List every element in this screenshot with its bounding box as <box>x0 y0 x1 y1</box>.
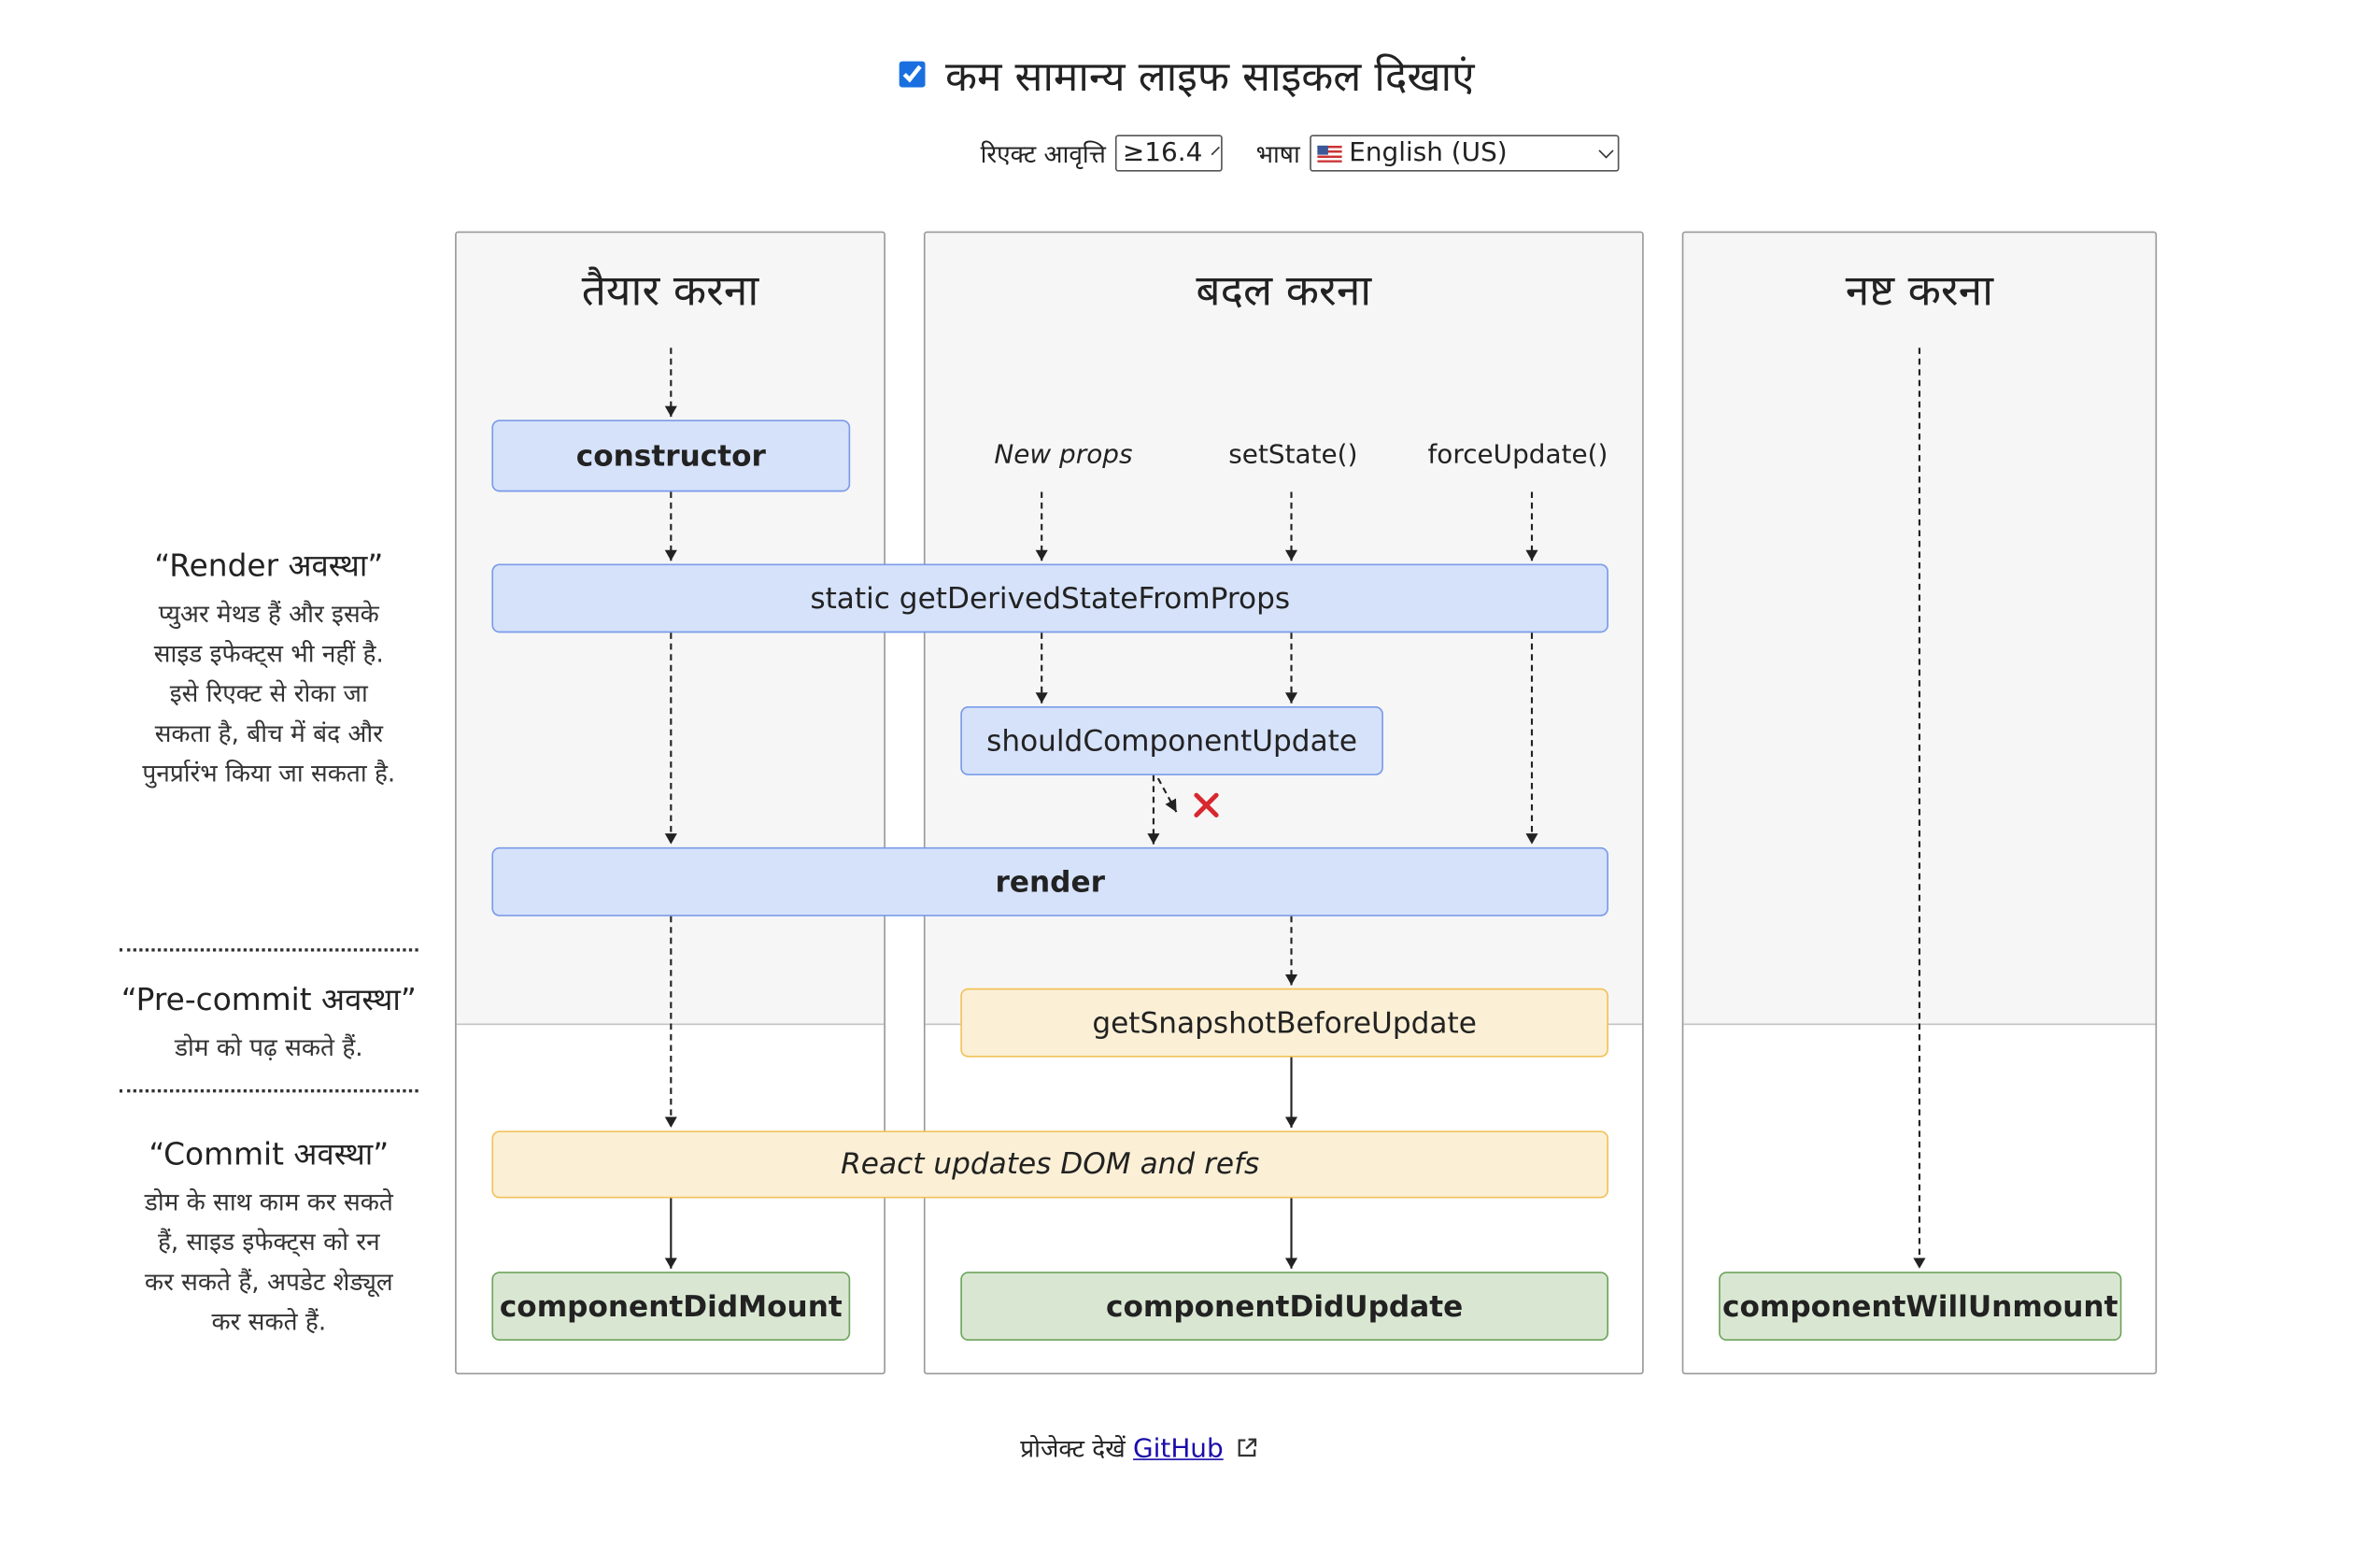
react-version-label: रिएक्ट आवृत्ति <box>980 139 1106 169</box>
render-box[interactable]: render <box>491 846 1609 916</box>
external-link-icon <box>1238 1438 1256 1457</box>
commit-phase-description: “Commit अवस्था” डोम के साथ काम कर सकते ह… <box>120 1132 418 1343</box>
react-updates-dom-box: React updates DOM and refs <box>491 1130 1609 1199</box>
pre-commit-phase-line: डोम को पढ़ सकते हैं. <box>174 1032 363 1062</box>
show-less-common-checkbox[interactable] <box>900 61 927 88</box>
react-version-select[interactable]: ≥16.4 <box>1114 135 1223 172</box>
us-flag-icon <box>1316 145 1342 163</box>
footer: प्रोजेक्ट देखें GitHub <box>1020 1431 1257 1465</box>
should-component-update-box[interactable]: shouldComponentUpdate <box>960 706 1383 775</box>
commit-phase-title: “Commit अवस्था” <box>149 1135 390 1172</box>
render-phase-title: “Render अवस्था” <box>154 547 384 584</box>
language-value: English (US) <box>1349 137 1508 169</box>
component-did-update-box[interactable]: componentDidUpdate <box>960 1272 1608 1341</box>
cancel-x-icon <box>1194 792 1219 817</box>
language-label: भाषा <box>1255 139 1300 169</box>
set-state-trigger: setState() <box>1228 439 1358 471</box>
phase-divider <box>119 1089 418 1093</box>
force-update-trigger: forceUpdate() <box>1427 439 1608 471</box>
phase-divider <box>119 948 418 952</box>
footer-text: प्रोजेक्ट देखें <box>1020 1434 1126 1464</box>
render-phase-description: “Render अवस्था” प्युअर मेथड हैं और इसके … <box>120 544 418 793</box>
component-will-unmount-box[interactable]: componentWillUnmount <box>1719 1272 2122 1341</box>
mounting-heading: तैयार करना <box>581 264 759 316</box>
render-phase-line: पुनर्प्रारंभ किया जा सकता है. <box>142 758 396 788</box>
react-version-value: ≥16.4 <box>1122 137 1203 169</box>
commit-phase-line: हैं, साइड इफेक्ट्स को रन <box>157 1227 380 1257</box>
new-props-trigger: New props <box>994 439 1133 471</box>
render-phase-line: प्युअर मेथड हैं और इसके <box>158 599 379 629</box>
github-link[interactable]: GitHub <box>1133 1434 1224 1465</box>
updating-heading: बदल करना <box>1196 264 1372 316</box>
get-snapshot-before-update-box[interactable]: getSnapshotBeforeUpdate <box>960 988 1608 1058</box>
render-phase-line: सकता है, बीच में बंद और <box>154 718 383 748</box>
pre-commit-phase-description: “Pre-commit अवस्था” डोम को पढ़ सकते हैं. <box>120 977 418 1068</box>
get-derived-state-from-props-box[interactable]: static getDerivedStateFromProps <box>491 563 1609 633</box>
pre-commit-phase-title: “Pre-commit अवस्था” <box>120 980 417 1017</box>
language-select[interactable]: English (US) <box>1309 135 1619 172</box>
controls-row: रिएक्ट आवृत्ति ≥16.4 भाषा English (US) <box>980 135 1619 172</box>
arrow-scu-cancel <box>1156 777 1178 813</box>
unmounting-heading: नष्ट करना <box>1845 264 1994 316</box>
constructor-box[interactable]: constructor <box>491 419 851 492</box>
commit-phase-line: कर सकते हैं. <box>211 1306 327 1337</box>
component-did-mount-box[interactable]: componentDidMount <box>491 1272 851 1341</box>
page-title-row: कम सामान्य लाइफ साइकल दिखाएं <box>0 46 2374 103</box>
commit-phase-line: कर सकते हैं, अपडेट शेड्यूल <box>144 1267 393 1297</box>
render-phase-line: इसे रिएक्ट से रोका जा <box>169 678 368 708</box>
render-phase-line: साइड इफेक्ट्स भी नहीं है. <box>153 638 384 669</box>
commit-phase-line: डोम के साथ काम कर सकते <box>144 1187 393 1217</box>
page-title: कम सामान्य लाइफ साइकल दिखाएं <box>944 53 1475 102</box>
